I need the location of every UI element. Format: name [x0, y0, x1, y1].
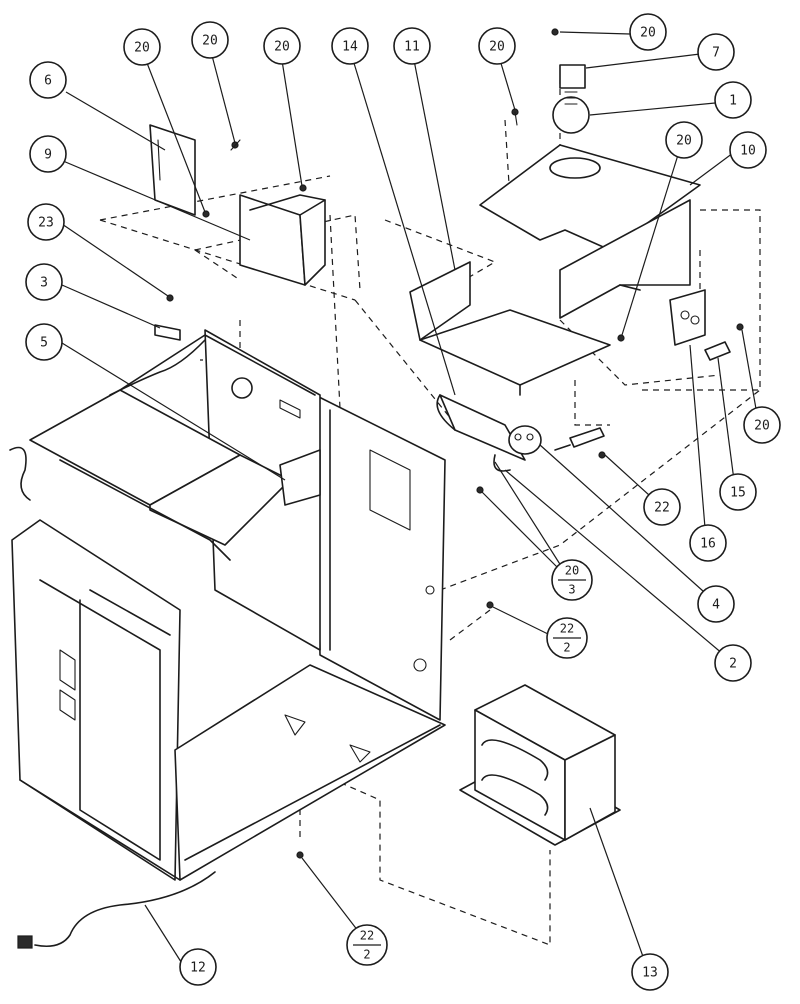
screw-icon: [202, 210, 210, 218]
screw-icon: [486, 601, 494, 609]
screw-icon: [166, 294, 174, 302]
svg-text:10: 10: [740, 144, 756, 159]
screw-icon: [551, 28, 559, 36]
callout-10: 10: [729, 131, 767, 169]
callout-9: 9: [29, 135, 67, 173]
screws: [166, 28, 744, 859]
callout-20: 20: [478, 27, 516, 65]
callout-20: 20: [191, 21, 229, 59]
svg-text:7: 7: [712, 46, 720, 61]
part-22-latch: [554, 427, 605, 451]
svg-text:23: 23: [38, 216, 54, 231]
callout-11: 11: [393, 27, 431, 65]
part-16-terminal-block: [669, 289, 706, 346]
svg-text:20: 20: [274, 40, 290, 55]
svg-text:20: 20: [676, 134, 692, 149]
callout-1: 1: [714, 81, 752, 119]
svg-text:20: 20: [489, 40, 505, 55]
callout-15: 15: [719, 473, 757, 511]
callout-20: 20: [263, 27, 301, 65]
callout-3: 3: [25, 263, 63, 301]
screw-icon: [511, 108, 519, 126]
callout-22: 22: [643, 488, 681, 526]
svg-text:3: 3: [40, 276, 48, 291]
svg-text:2: 2: [363, 948, 370, 962]
part-3-clip: [154, 324, 181, 341]
svg-text:14: 14: [342, 40, 358, 55]
screw-icon: [617, 334, 625, 342]
svg-text:2: 2: [563, 641, 570, 655]
svg-text:12: 12: [190, 961, 206, 976]
part-15-fuse: [704, 341, 731, 361]
svg-text:1: 1: [729, 94, 737, 109]
callout-bubbles: 6 20 20 20 14 11 20 20 7 1 20 10 9 23 3 …: [25, 13, 781, 991]
callout-14: 14: [331, 27, 369, 65]
callout-23: 23: [27, 203, 65, 241]
callout-12: 12: [179, 948, 217, 986]
part-12-power-cord: [17, 871, 216, 949]
svg-text:11: 11: [404, 40, 420, 55]
callout-6: 6: [29, 61, 67, 99]
svg-text:2: 2: [729, 657, 737, 672]
svg-text:9: 9: [44, 148, 52, 163]
callout-20: 20: [743, 406, 781, 444]
part-13-transformer: [459, 684, 621, 846]
callout-fraction-22-2: 22 2: [546, 617, 588, 659]
svg-text:22: 22: [560, 622, 574, 636]
svg-text:20: 20: [640, 26, 656, 41]
screw-icon: [476, 486, 484, 494]
svg-text:20: 20: [134, 41, 150, 56]
callout-20: 20: [123, 28, 161, 66]
part-10-top-plate: [479, 144, 701, 319]
assembly-guide-lines: [99, 80, 761, 946]
leader-lines: [55, 31, 759, 966]
svg-text:15: 15: [730, 486, 746, 501]
screw-icon: [598, 451, 606, 459]
callout-fraction-22-2: 22 2: [346, 924, 388, 966]
svg-text:22: 22: [360, 929, 374, 943]
screw-icon: [230, 139, 241, 151]
svg-text:20: 20: [565, 564, 579, 578]
screw-icon: [736, 323, 744, 331]
svg-text:4: 4: [712, 598, 720, 613]
callout-16: 16: [689, 524, 727, 562]
part-9-bracket: [239, 194, 326, 286]
svg-text:22: 22: [654, 501, 670, 516]
callout-20: 20: [629, 13, 667, 51]
svg-text:6: 6: [44, 74, 52, 89]
svg-text:3: 3: [568, 583, 575, 597]
screw-icon: [296, 851, 304, 859]
callout-2: 2: [714, 644, 752, 682]
svg-text:20: 20: [754, 419, 770, 434]
svg-text:13: 13: [642, 966, 658, 981]
svg-text:16: 16: [700, 537, 716, 552]
callout-4: 4: [697, 585, 735, 623]
screw-icon: [299, 184, 307, 192]
part-11-shelf: [409, 261, 611, 396]
callout-7: 7: [697, 33, 735, 71]
callout-fraction-20-3: 20 3: [551, 559, 593, 601]
main-cabinet: [9, 329, 446, 881]
part-2-capacitor: [436, 394, 542, 472]
callout-20: 20: [665, 121, 703, 159]
callout-5: 5: [25, 323, 63, 361]
svg-text:20: 20: [202, 34, 218, 49]
part-1-lamp: [552, 64, 590, 134]
callout-13: 13: [631, 953, 669, 991]
svg-text:5: 5: [40, 336, 48, 351]
